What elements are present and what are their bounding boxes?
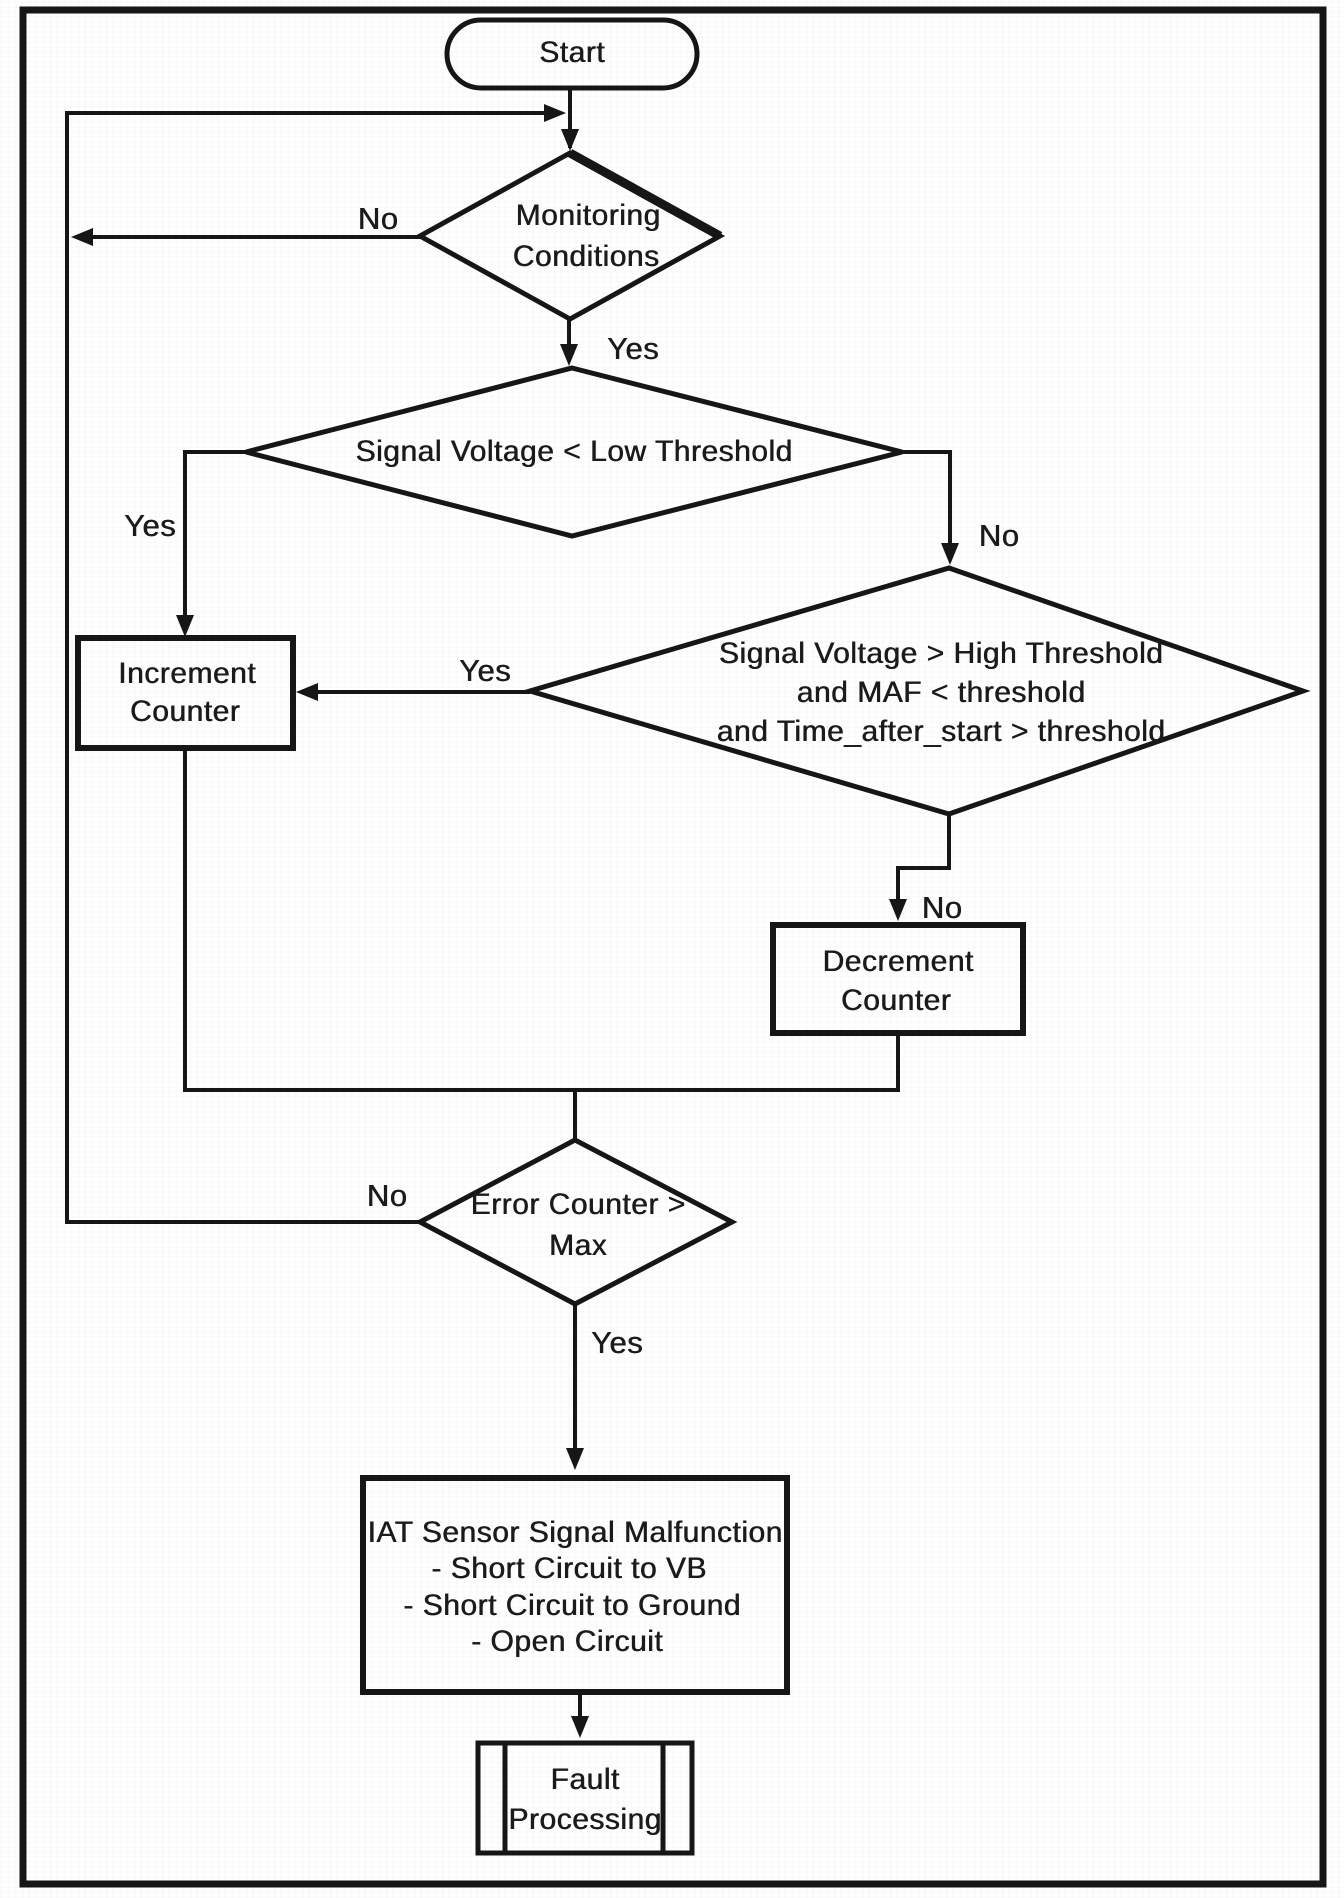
low-threshold-no-label: No (978, 518, 1020, 553)
monitoring-decision-shape (414, 150, 726, 322)
malfunction-label-line2: - Short Circuit to VB (431, 1552, 707, 1585)
monitoring-thick-edge (567, 149, 723, 240)
arrowhead-into-fault-icon (571, 1716, 589, 1738)
malfunction-label-line3: - Short Circuit to Ground (403, 1589, 741, 1622)
counter-merge-line (183, 748, 900, 1092)
figure-border-frame (19, 6, 1327, 1888)
arrowhead-into-decrement-icon (889, 899, 907, 921)
high-threshold-label-line3: and Time_after_start > threshold (716, 715, 1166, 748)
error-counter-label-line2: Max (548, 1229, 608, 1262)
high-threshold-no-label: No (921, 890, 963, 925)
feedback-arrowhead-right-icon (544, 104, 566, 122)
start-label: Start (539, 36, 605, 69)
decrement-counter-label-line2: Counter (840, 984, 952, 1017)
error-counter-yes-label: Yes (590, 1325, 644, 1360)
decrement-counter-label-line1: Decrement (822, 945, 974, 978)
low-threshold-yes-label: Yes (123, 508, 177, 543)
fault-processing-label-line1: Fault (550, 1763, 620, 1796)
monitoring-label-line1: Monitoring (515, 199, 661, 232)
malfunction-label-line4: - Open Circuit (470, 1625, 664, 1658)
arrowhead-into-increment-right-icon (296, 683, 318, 701)
malfunction-process-shape (360, 1475, 790, 1695)
monitoring-no-label: No (357, 201, 399, 236)
increment-counter-process-shape (75, 635, 296, 751)
low-threshold-label: Signal Voltage < Low Threshold (355, 435, 793, 468)
fault-processing-shape (475, 1740, 695, 1856)
error-counter-decision-shape (414, 1137, 738, 1307)
error-counter-no-label: No (366, 1178, 408, 1213)
monitoring-label-line2: Conditions (512, 240, 660, 273)
error-counter-label-line1: Error Counter > (470, 1188, 686, 1221)
malfunction-label-line1: IAT Sensor Signal Malfunction (367, 1516, 783, 1549)
low-threshold-decision-shape (245, 365, 903, 539)
fault-processing-label-line2: Processing (508, 1803, 662, 1836)
arrowhead-into-high-threshold-icon (941, 543, 959, 565)
high-threshold-label-line2: and MAF < threshold (796, 676, 1086, 709)
arrowhead-into-monitoring-icon (561, 129, 579, 151)
high-threshold-label-line1: Signal Voltage > High Threshold (718, 637, 1164, 670)
increment-counter-label-line1: Increment (118, 657, 256, 690)
low-threshold-yes-line (183, 450, 246, 630)
arrowhead-into-malfunction-icon (566, 1448, 584, 1470)
arrowhead-into-increment-icon (176, 615, 194, 637)
monitoring-no-arrowhead-icon (71, 228, 93, 246)
increment-counter-label-line2: Counter (129, 695, 241, 728)
feedback-rail-line (65, 111, 548, 1224)
arrowhead-into-low-threshold-icon (560, 344, 578, 366)
monitoring-yes-label: Yes (606, 331, 660, 366)
low-threshold-no-line (902, 450, 952, 558)
high-threshold-yes-label: Yes (458, 653, 512, 688)
high-threshold-no-line (896, 814, 951, 912)
